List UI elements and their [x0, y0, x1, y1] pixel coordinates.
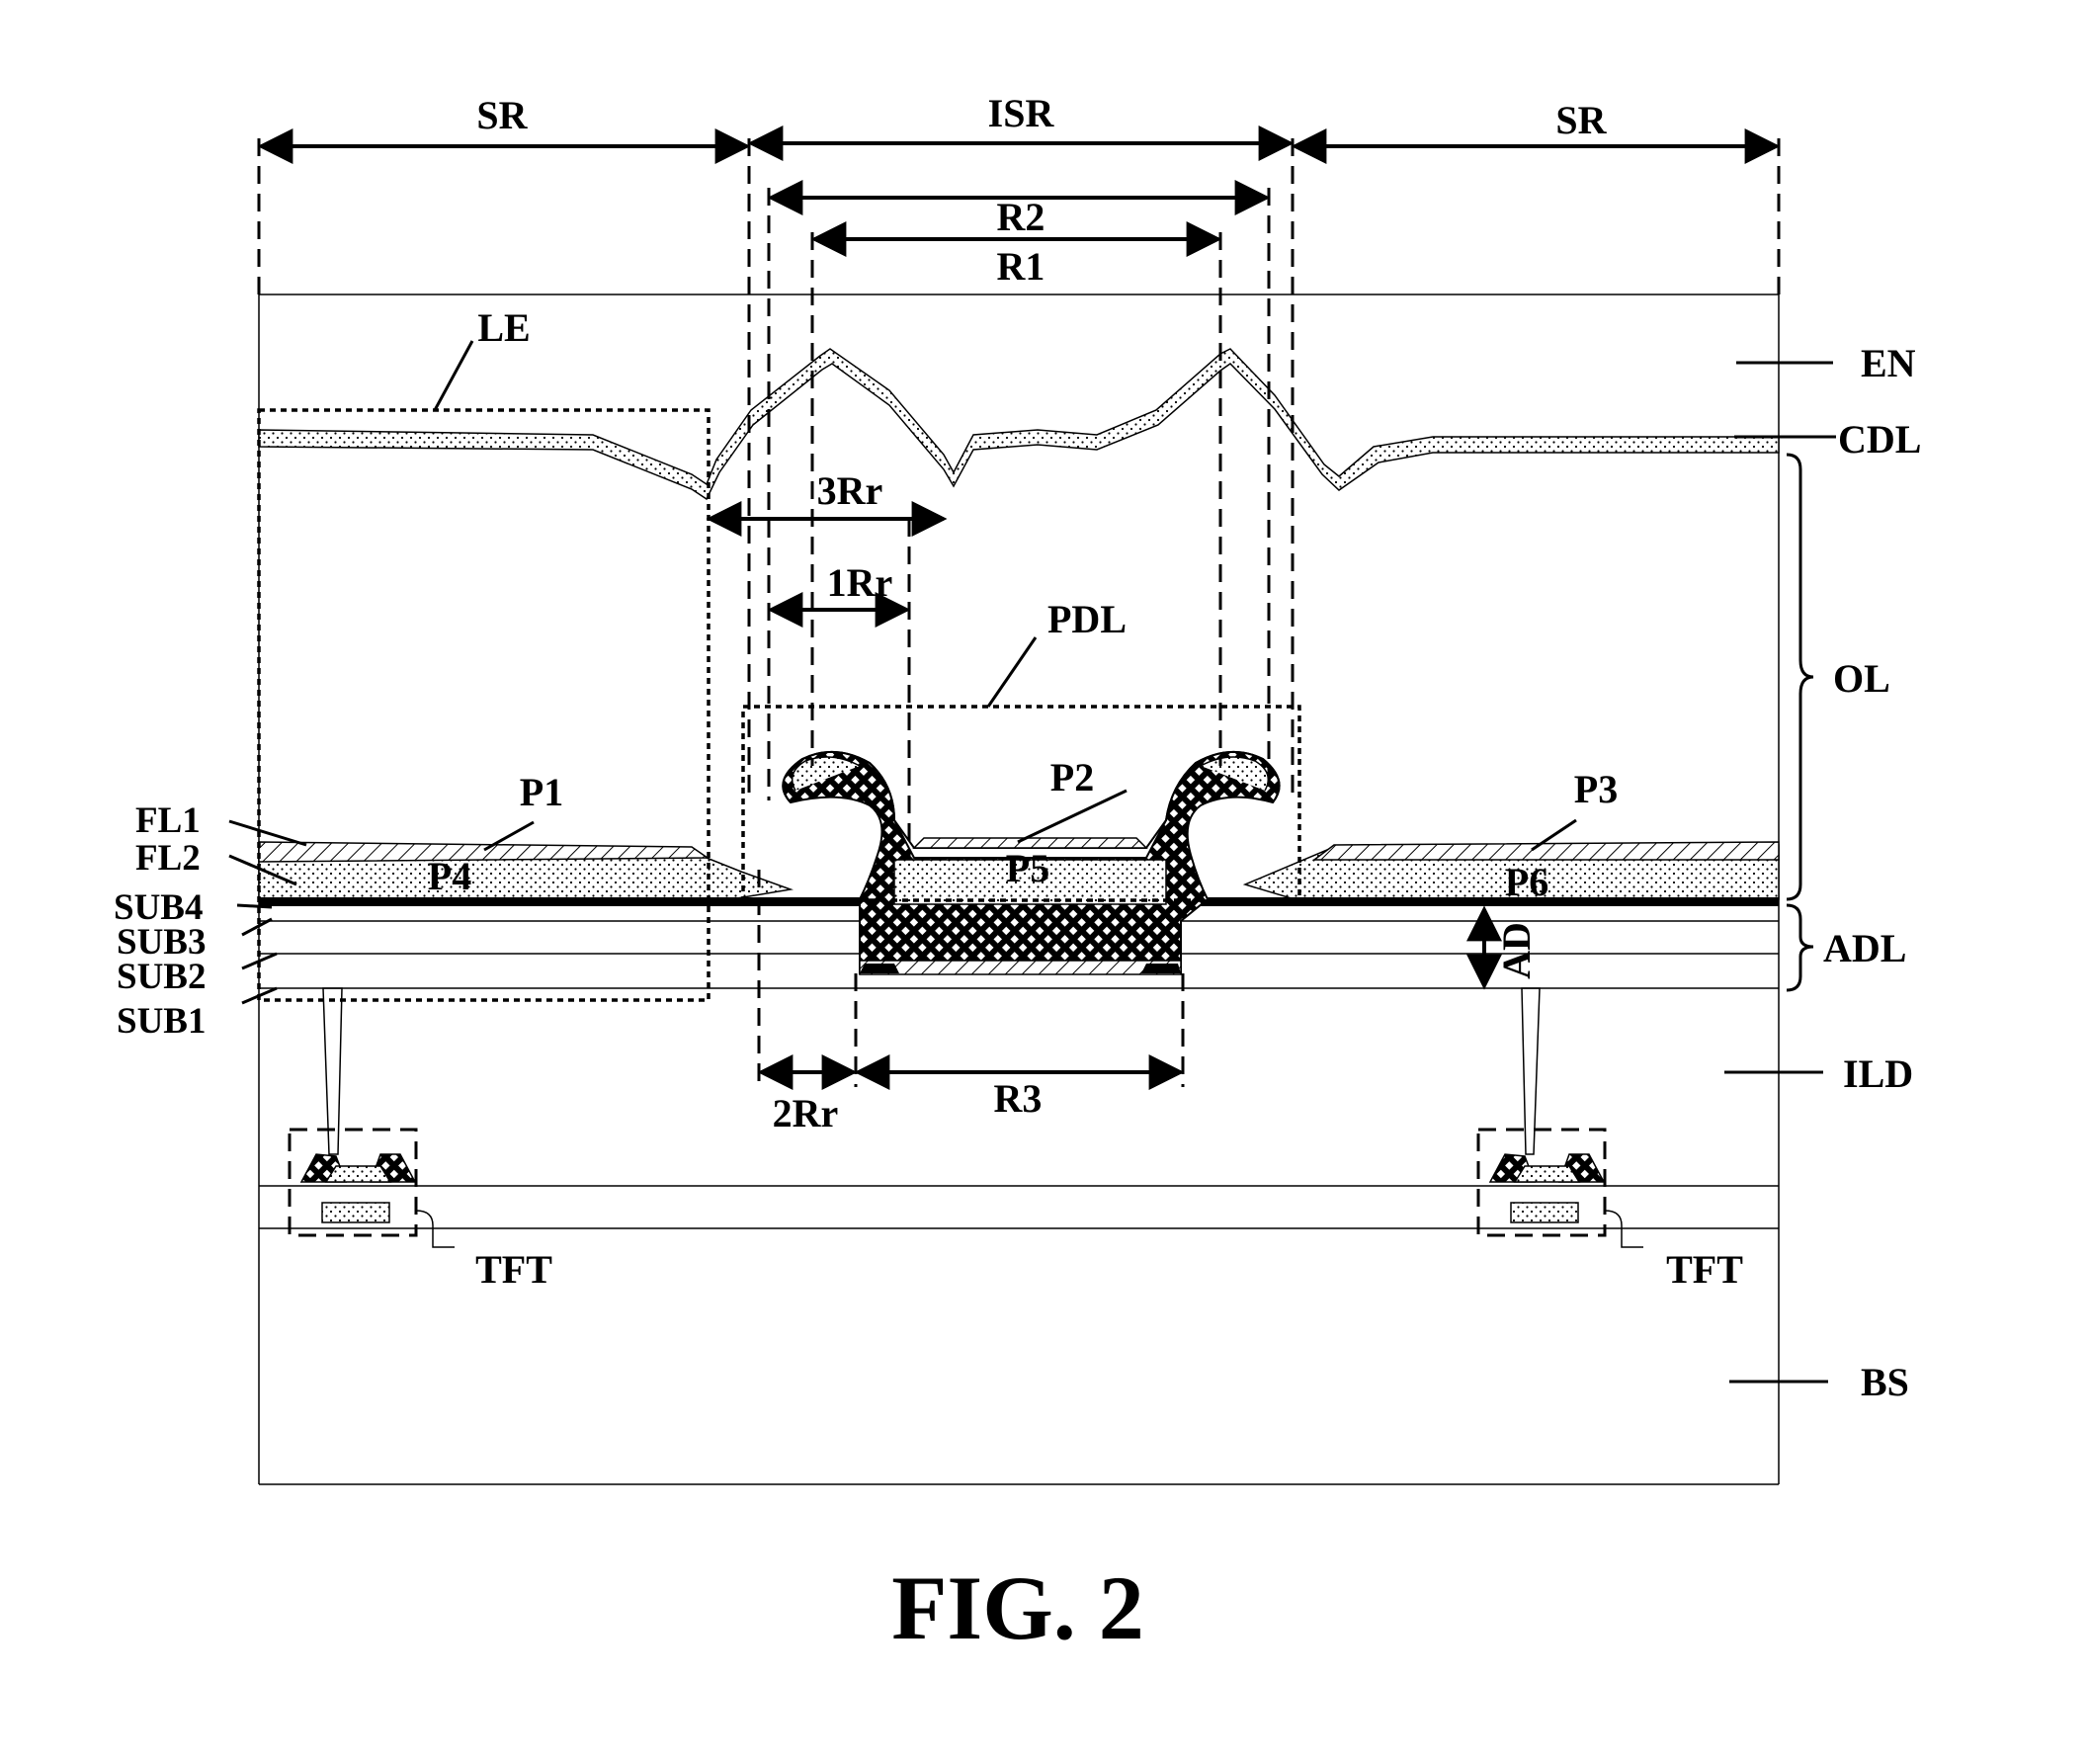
label-tft-left: TFT [475, 1247, 552, 1292]
pixel-defining-structure [782, 750, 1281, 975]
label-sub4: SUB4 [114, 887, 203, 928]
label-r3: R3 [994, 1076, 1043, 1121]
label-sr-right: SR [1555, 98, 1607, 142]
label-2rr: 2Rr [773, 1091, 839, 1135]
cdl-layer [258, 348, 1780, 501]
label-p5: P5 [1006, 846, 1049, 890]
ol-brace [1786, 453, 1814, 901]
tft-left [288, 987, 455, 1248]
label-bs: BS [1861, 1360, 1909, 1404]
label-p6: P6 [1505, 860, 1548, 904]
dimension-arrows [257, 126, 1781, 1090]
label-pdl: PDL [1047, 597, 1127, 641]
label-p2: P2 [1050, 755, 1094, 799]
adl-brace [1786, 903, 1814, 992]
label-p3: P3 [1574, 767, 1618, 811]
label-r2: R2 [997, 195, 1045, 239]
figure-caption: FIG. 2 [891, 1557, 1144, 1658]
pdl-region-box [741, 705, 1301, 902]
label-sub2: SUB2 [117, 957, 206, 997]
label-p4: P4 [428, 854, 471, 898]
label-tft-right: TFT [1666, 1247, 1743, 1292]
guide-lines [257, 138, 1781, 1087]
label-p1: P1 [520, 770, 563, 814]
label-sub3: SUB3 [117, 922, 206, 963]
le-region-box [257, 408, 711, 1002]
label-fl1: FL1 [135, 800, 201, 841]
label-fl2: FL2 [135, 838, 201, 879]
label-adl: ADL [1823, 926, 1906, 970]
label-1rr: 1Rr [827, 560, 893, 605]
label-sr-left: SR [476, 93, 528, 137]
label-en: EN [1861, 341, 1916, 385]
leader-lines [228, 340, 1836, 1384]
label-le: LE [477, 305, 530, 350]
tft-right [1476, 987, 1643, 1248]
label-sub1: SUB1 [117, 1001, 206, 1042]
label-3rr: 3Rr [817, 468, 883, 513]
label-r1: R1 [997, 244, 1045, 289]
label-ol: OL [1833, 656, 1890, 701]
label-ild: ILD [1843, 1051, 1913, 1096]
label-cdl: CDL [1838, 417, 1921, 462]
label-ad: AD [1494, 922, 1539, 979]
label-isr: ISR [988, 91, 1055, 135]
